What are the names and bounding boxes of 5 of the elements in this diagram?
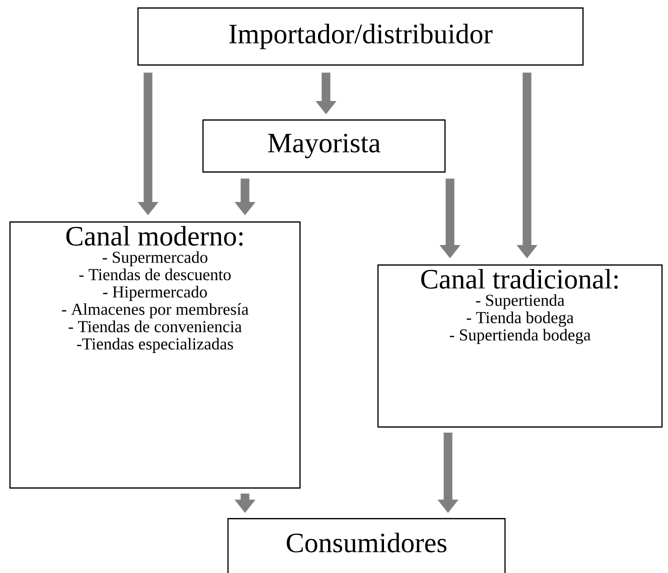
process-box: Consumidores	[227, 518, 506, 573]
process-box: Canal tradicional: - Supertienda - Tienda bodega - Supertienda bodega	[377, 264, 663, 428]
process-box: Mayorista	[202, 119, 446, 173]
process-box: Canal moderno: - Supermercado - Tiendas de descuento - Hipermercado - Almacenes por membresía - Tiendas de conveniencia -Tiendas especializadas	[9, 221, 301, 489]
process-box: Importador/distribuidor	[137, 7, 584, 66]
